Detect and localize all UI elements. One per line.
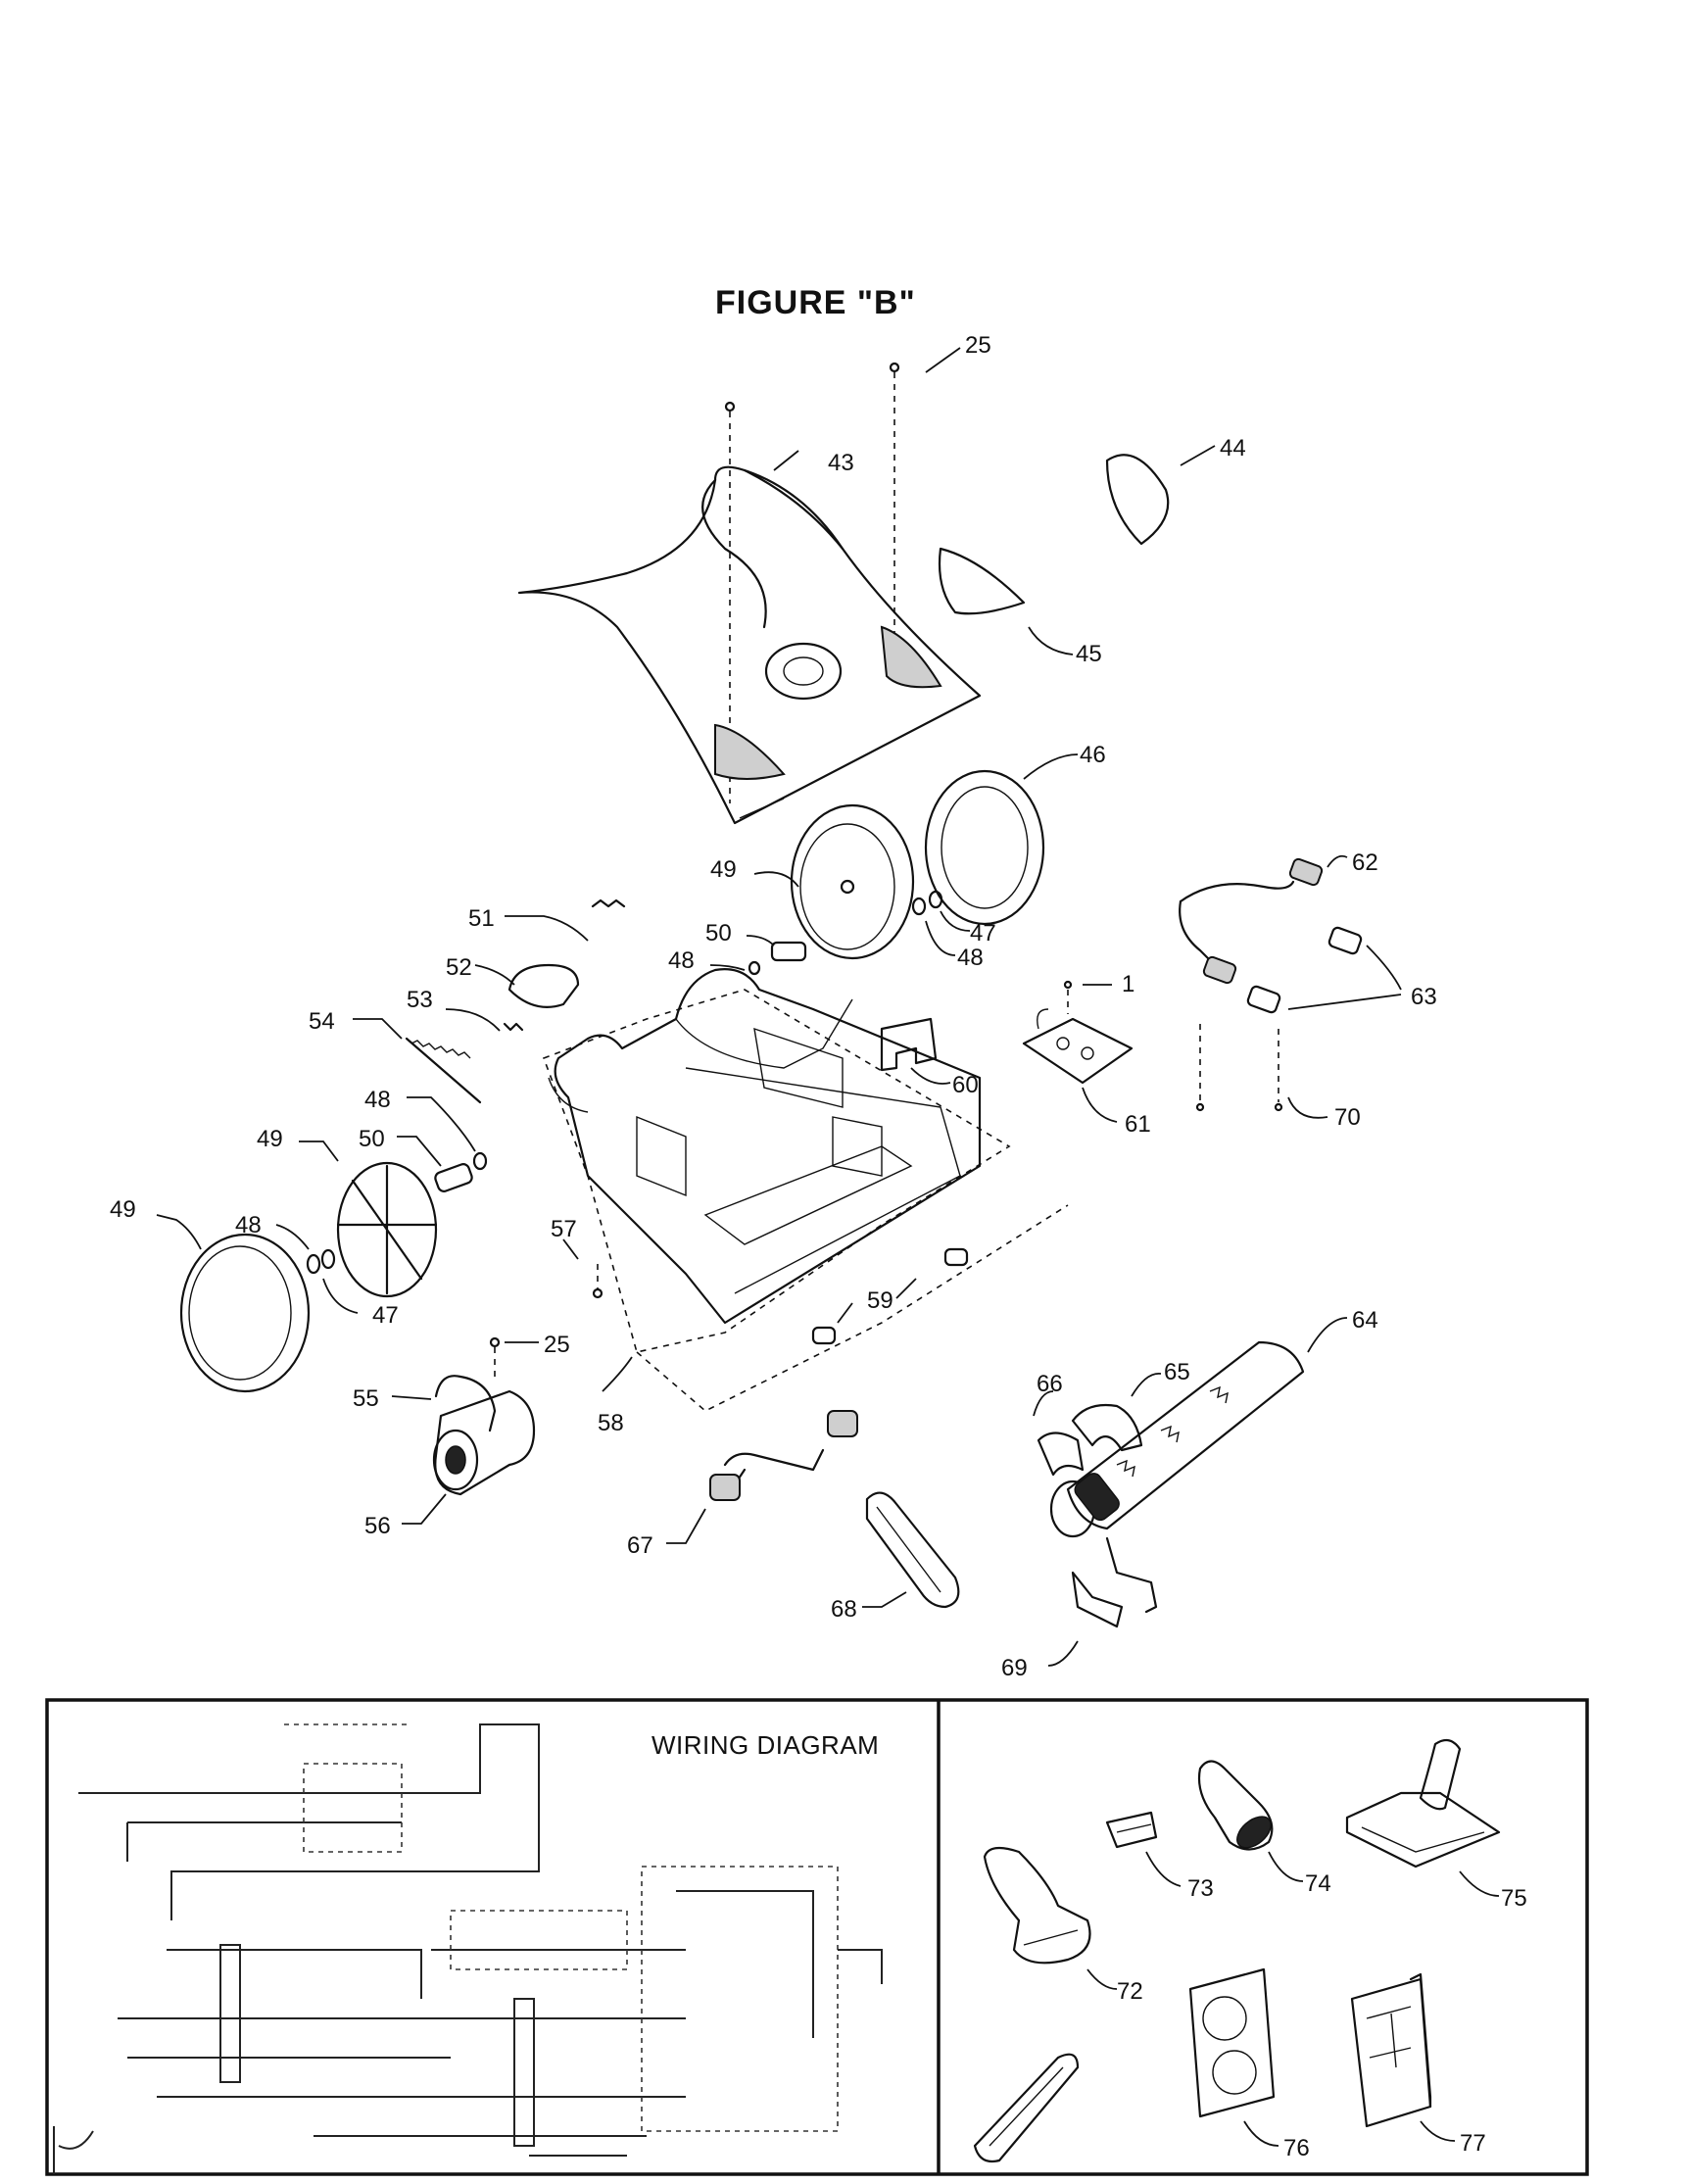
belt-part-68: 68 — [831, 1491, 960, 1623]
screw-25-top: 25 — [724, 332, 991, 803]
clips-part-69: 69 — [1001, 1536, 1158, 1681]
spring-part-51: 51 — [468, 898, 626, 942]
label-66: 66 — [1037, 1371, 1063, 1397]
shaft-part-67: 67 — [627, 1410, 858, 1559]
label-67: 67 — [627, 1532, 653, 1559]
label-65: 65 — [1164, 1359, 1190, 1385]
switch-plate-part-61: 61 1 — [1022, 971, 1151, 1138]
spring-part-53: 53 — [407, 987, 524, 1032]
rod-part-54: 54 — [309, 1008, 482, 1104]
wheel-part-49-right: 49 — [710, 803, 915, 960]
clip-part-73: 73 — [1105, 1811, 1214, 1902]
label-63: 63 — [1411, 984, 1437, 1010]
label-50-right: 50 — [705, 920, 732, 946]
label-57: 57 — [551, 1216, 577, 1242]
label-51: 51 — [468, 905, 495, 932]
wheel-part-49-mid: 49 — [257, 1126, 438, 1298]
connectors-part-63: 63 — [1246, 926, 1437, 1014]
label-49-right: 49 — [710, 856, 737, 883]
screw-25-mid: 25 — [489, 1332, 570, 1382]
label-1: 1 — [1122, 971, 1134, 997]
label-45: 45 — [1076, 641, 1102, 667]
end-cap-part-66: 66 — [1033, 1371, 1085, 1477]
pedal-part-52: 52 — [446, 954, 580, 1008]
washers-47-48-right: 47 48 — [911, 890, 996, 971]
label-68: 68 — [831, 1596, 857, 1623]
label-56: 56 — [364, 1513, 391, 1539]
label-77: 77 — [1460, 2130, 1486, 2157]
bumpers-part-59: 59 — [811, 1247, 969, 1345]
label-75: 75 — [1501, 1885, 1527, 1912]
label-52: 52 — [446, 954, 472, 981]
label-61: 61 — [1125, 1111, 1151, 1138]
label-72: 72 — [1117, 1978, 1143, 2005]
label-64: 64 — [1352, 1307, 1378, 1334]
label-47-left: 47 — [372, 1302, 399, 1329]
label-53: 53 — [407, 987, 433, 1013]
screw-part-57: 57 — [551, 1216, 603, 1299]
hood-part-43: 43 — [517, 450, 982, 825]
manual-part-77: 77 — [1350, 1972, 1486, 2157]
bottom-frame — [45, 1698, 1589, 2176]
wiring-diagram-title: WIRING DIAGRAM — [651, 1730, 879, 1760]
label-60: 60 — [952, 1072, 979, 1098]
label-47-right: 47 — [970, 920, 996, 946]
bracket-part-60: 60 — [880, 1017, 979, 1098]
axle-part-50-left: 50 48 — [359, 1087, 488, 1192]
label-49-mid: 49 — [257, 1126, 283, 1152]
label-70: 70 — [1334, 1104, 1361, 1131]
label-76: 76 — [1283, 2135, 1310, 2161]
dusting-brush-part-74: 74 — [1197, 1760, 1331, 1897]
wheel-part-49-left: 49 — [110, 1196, 311, 1393]
wheel-ring-part-46: 46 — [924, 742, 1106, 926]
axle-part-50-right: 50 48 — [668, 920, 807, 976]
label-46: 46 — [1080, 742, 1106, 768]
label-48-right: 48 — [957, 945, 984, 971]
attachment-part-72: 72 — [983, 1846, 1143, 2005]
wire-harness-part-62: 62 — [1179, 849, 1378, 985]
label-69: 69 — [1001, 1655, 1028, 1681]
cover-part-44: 44 — [1105, 435, 1246, 546]
washers-47-48-left: 48 47 — [235, 1212, 399, 1329]
label-49-left: 49 — [110, 1196, 136, 1223]
filter-card-part-76: 76 — [1188, 1967, 1310, 2161]
label-59: 59 — [867, 1287, 893, 1314]
label-43: 43 — [828, 450, 854, 476]
label-55: 55 — [353, 1385, 379, 1412]
brush-roll-part-64: 64 — [1049, 1307, 1378, 1538]
cover-part-45: 45 — [938, 547, 1102, 667]
wiring-diagram: WIRING DIAGRAM — [53, 1723, 883, 2174]
label-50-left: 50 — [359, 1126, 385, 1152]
crevice-tool-part-71 — [973, 2053, 1080, 2163]
label-25-mid: 25 — [544, 1332, 570, 1358]
motor-part-56: 56 — [364, 1389, 536, 1539]
screws-part-70: 70 — [1195, 1024, 1361, 1131]
floor-tool-part-75: 75 — [1345, 1738, 1527, 1912]
label-48-left-upper: 48 — [364, 1087, 391, 1113]
label-48-mid: 48 — [668, 947, 695, 974]
label-44: 44 — [1220, 435, 1246, 461]
label-74: 74 — [1305, 1870, 1331, 1897]
clip-part-55: 55 — [353, 1375, 497, 1432]
label-58: 58 — [598, 1410, 624, 1436]
end-cap-part-65: 65 — [1071, 1359, 1190, 1452]
label-54: 54 — [309, 1008, 335, 1035]
label-62: 62 — [1352, 849, 1378, 876]
base-pan-part-58: 58 — [542, 968, 1069, 1436]
figure-title: FIGURE "B" — [715, 284, 916, 321]
label-73: 73 — [1187, 1875, 1214, 1902]
label-25-top: 25 — [965, 332, 991, 359]
label-48-left: 48 — [235, 1212, 262, 1238]
